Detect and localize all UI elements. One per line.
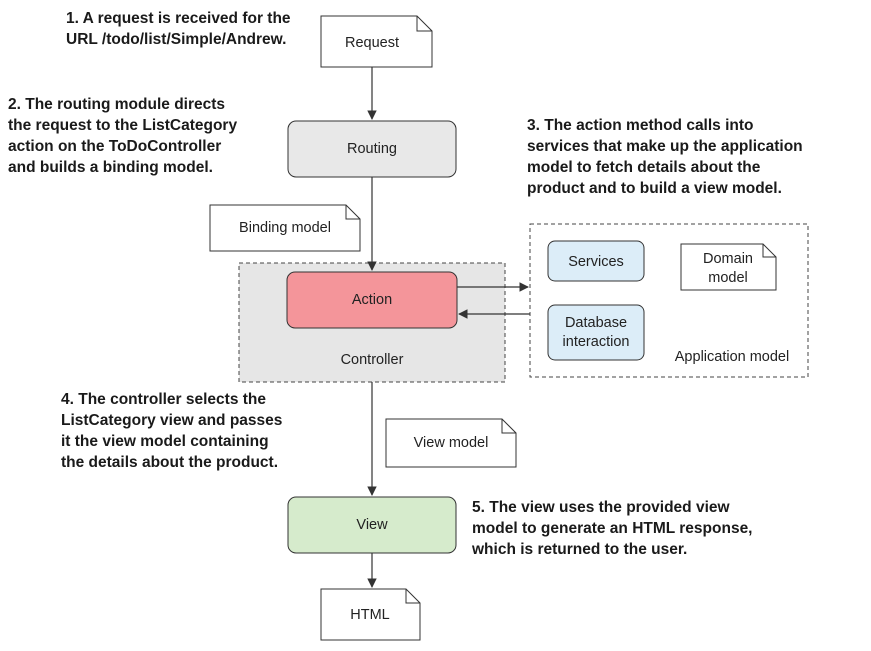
step2-line: the request to the ListCategory bbox=[8, 117, 238, 134]
request-document-fold bbox=[416, 16, 432, 32]
application-model-label: Application model bbox=[675, 349, 789, 365]
action-box bbox=[286, 271, 458, 329]
step2-line: 2. The routing module directs bbox=[8, 96, 226, 113]
step4-line: ListCategory view and passes bbox=[61, 412, 283, 429]
binding-model-document bbox=[209, 204, 361, 252]
step1-line: URL /todo/list/Simple/Andrew. bbox=[66, 31, 287, 48]
step4-line: 4. The controller selects the bbox=[61, 391, 267, 408]
database-interaction-label: interaction bbox=[563, 334, 630, 350]
step4-line: the details about the product. bbox=[61, 454, 279, 471]
step5-line: model to generate an HTML response, bbox=[472, 520, 753, 537]
html-label: HTML bbox=[350, 607, 389, 623]
database-interaction-label: Database bbox=[565, 315, 627, 331]
domain-model-label: Domain bbox=[703, 251, 753, 267]
view-model-document-fold bbox=[501, 419, 516, 434]
services-label: Services bbox=[568, 254, 624, 270]
action-label: Action bbox=[352, 292, 392, 308]
view-label: View bbox=[356, 517, 388, 533]
view-model-label: View model bbox=[414, 435, 489, 451]
step2-note: 2. The routing module directs the reques… bbox=[8, 94, 237, 178]
binding-model-label: Binding model bbox=[239, 220, 331, 236]
domain-model-document bbox=[680, 243, 777, 291]
routing-label: Routing bbox=[347, 141, 397, 157]
step3-line: 3. The action method calls into bbox=[527, 117, 754, 134]
request-label: Request bbox=[345, 35, 399, 51]
view-model-document bbox=[385, 418, 517, 468]
step3-line: services that make up the application bbox=[527, 138, 803, 155]
binding-model-document-fold bbox=[345, 205, 360, 220]
step5-note: 5. The view uses the provided view model… bbox=[472, 497, 753, 560]
step3-note: 3. The action method calls into services… bbox=[527, 115, 803, 199]
step2-line: action on the ToDoController bbox=[8, 138, 222, 155]
step1-line: 1. A request is received for the bbox=[66, 10, 291, 27]
controller-label: Controller bbox=[341, 352, 404, 368]
step5-line: 5. The view uses the provided view bbox=[472, 499, 730, 516]
step4-note: 4. The controller selects the ListCatego… bbox=[61, 389, 282, 473]
step2-line: and builds a binding model. bbox=[8, 159, 213, 176]
request-document bbox=[320, 15, 433, 68]
services-box bbox=[547, 240, 645, 282]
step3-line: product and to build a view model. bbox=[527, 180, 782, 197]
domain-model-label: model bbox=[708, 270, 748, 286]
step4-line: it the view model containing bbox=[61, 433, 269, 450]
html-document-fold bbox=[405, 589, 420, 604]
domain-model-document-fold bbox=[762, 244, 776, 258]
database-interaction-box bbox=[547, 304, 645, 361]
step5-line: which is returned to the user. bbox=[472, 541, 688, 558]
step1-note: 1. A request is received for the URL /to… bbox=[66, 8, 291, 50]
html-document bbox=[320, 588, 421, 641]
step3-line: model to fetch details about the bbox=[527, 159, 761, 176]
